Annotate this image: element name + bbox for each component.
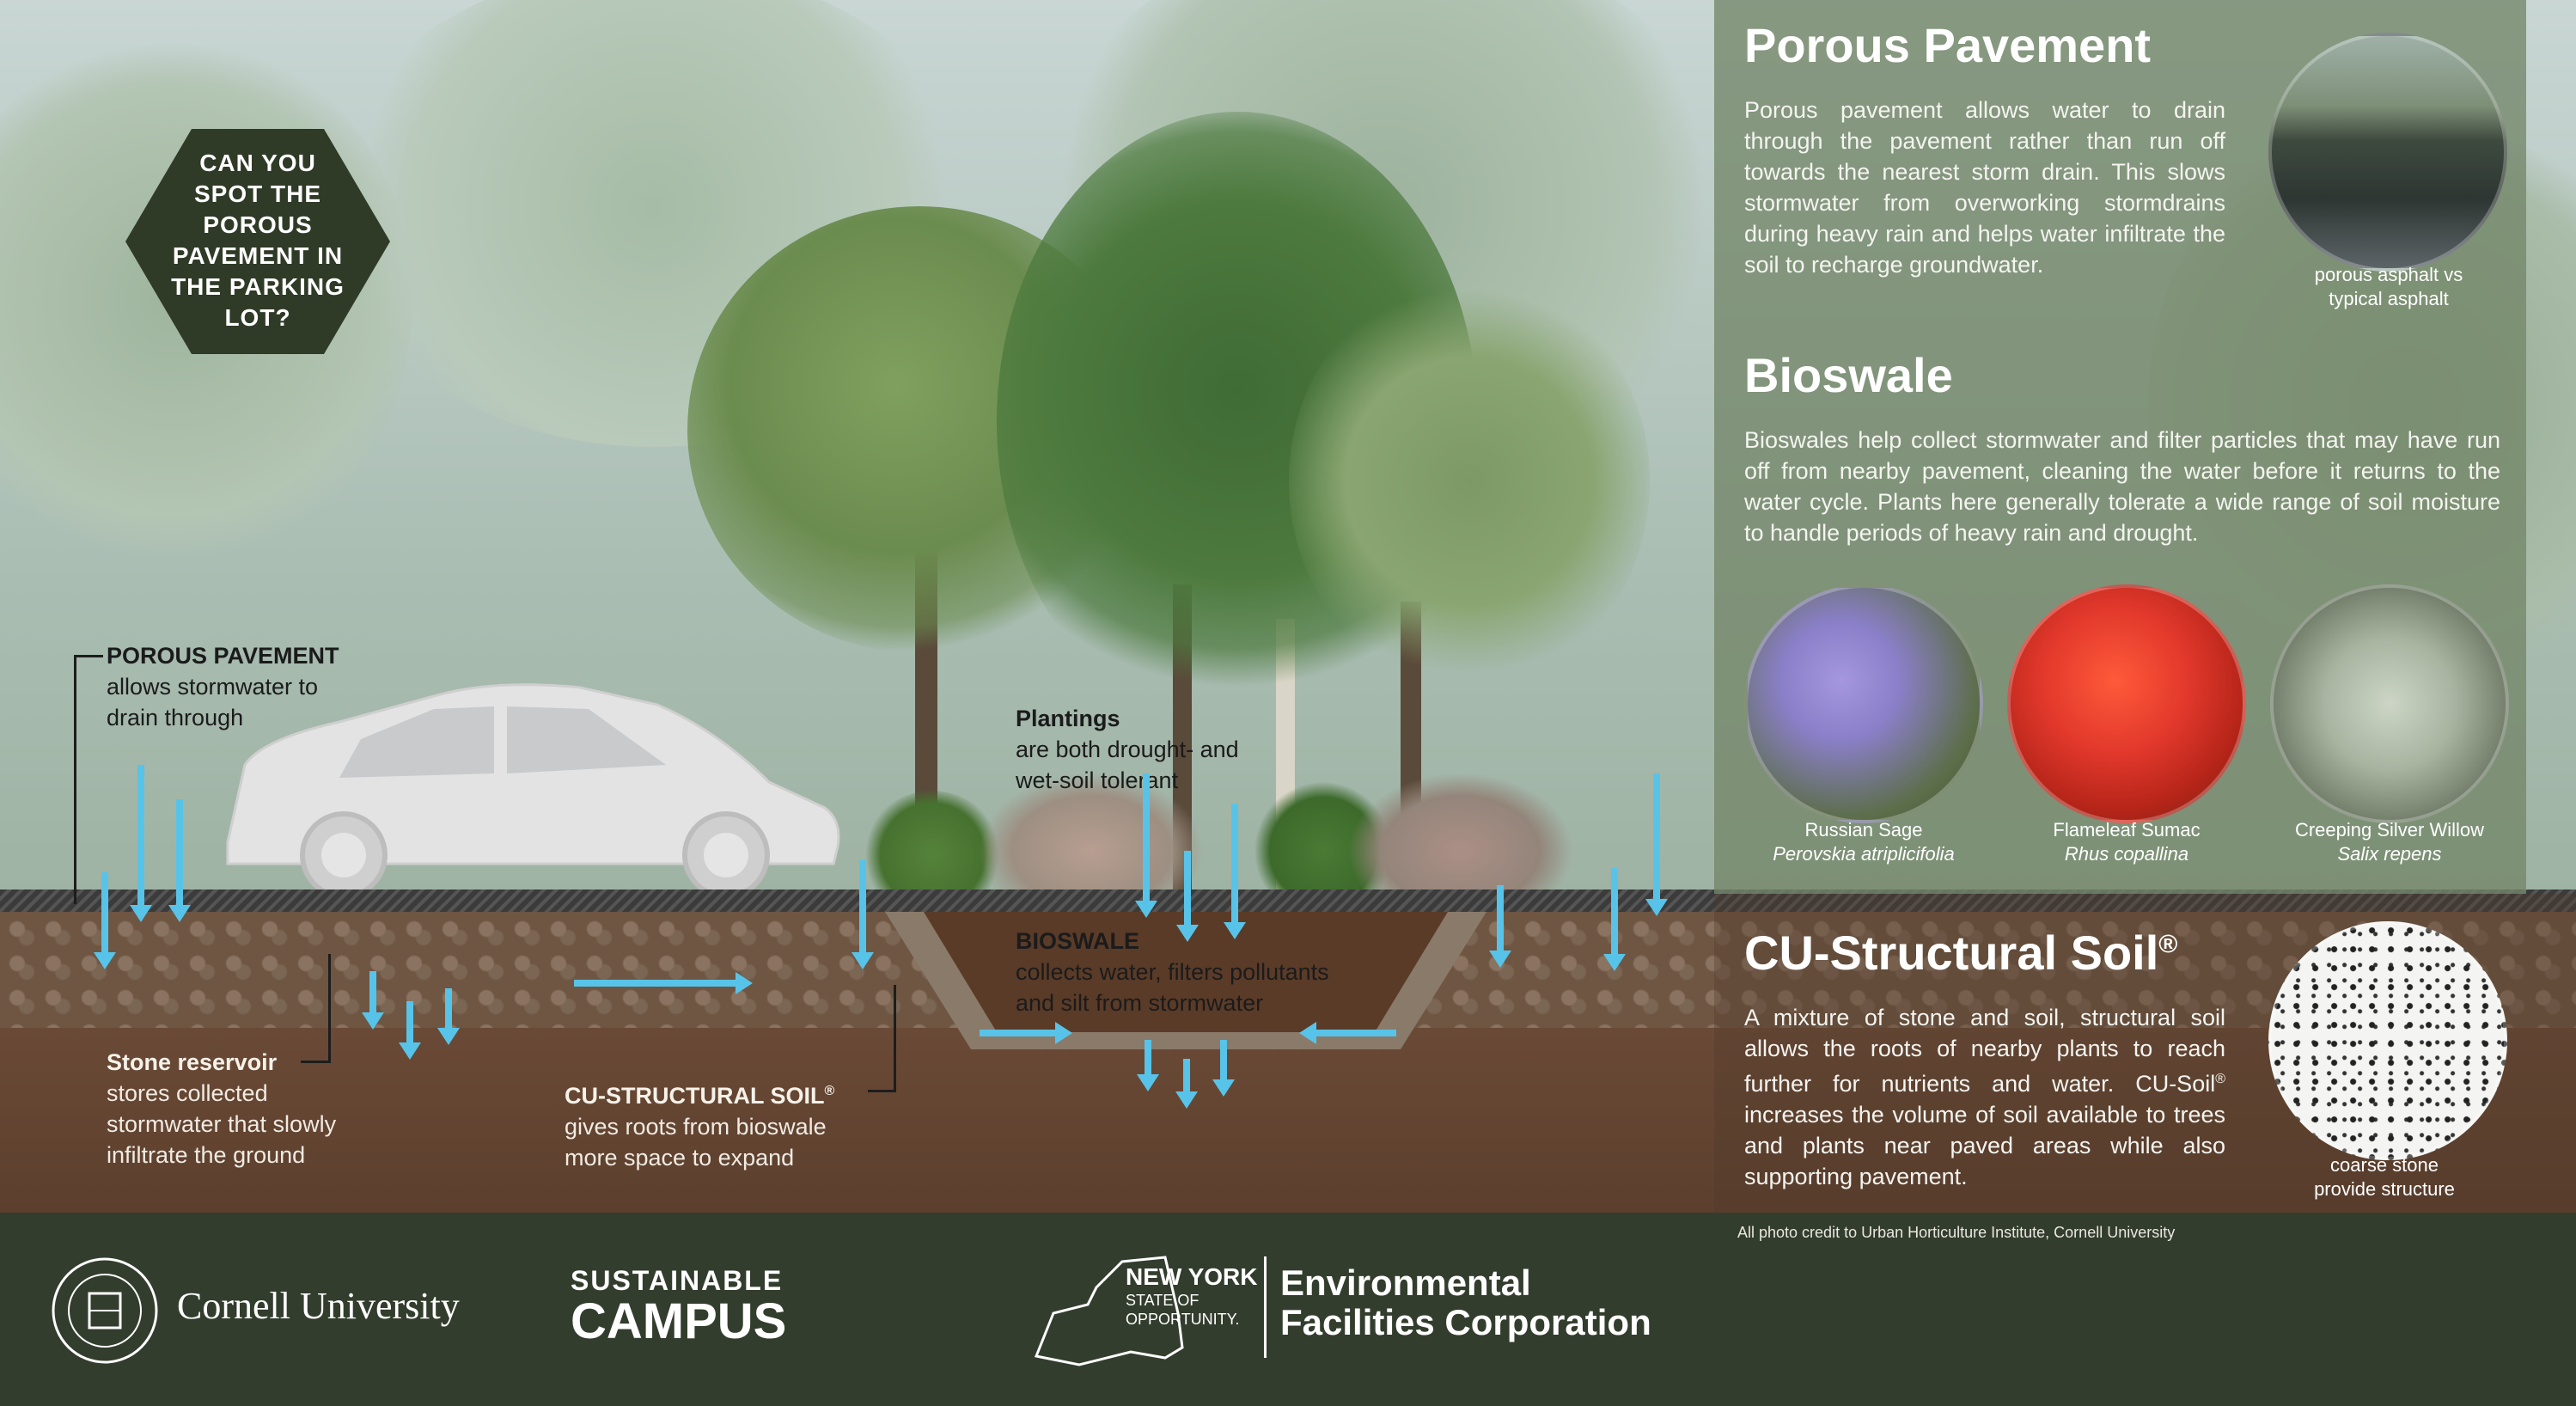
- stone-reservoir-leader: [301, 1061, 331, 1063]
- ny-state-of-opportunity-logo: NEW YORK STATE OF OPPORTUNITY.: [1126, 1263, 1258, 1328]
- porous-pavement-heading: Porous Pavement: [1744, 18, 2152, 72]
- water-arrow: [1489, 885, 1511, 968]
- photo-credit: All photo credit to Urban Horticulture I…: [1737, 1224, 2176, 1241]
- efc-logo: Environmental Facilities Corporation: [1280, 1262, 1651, 1342]
- structural-soil-leader: [868, 1090, 896, 1092]
- coarse-stone-caption: coarse stone provide structure: [2314, 1154, 2455, 1200]
- cornell-university-logo: Cornell University: [177, 1285, 460, 1327]
- porous-pavement-leader: [74, 655, 103, 657]
- bioswale-text: Bioswales help collect stormwater and fi…: [1744, 427, 2500, 546]
- water-arrow: [437, 988, 460, 1045]
- structural-soil-text: A mixture of stone and soil, structural …: [1744, 1005, 2225, 1189]
- creeping-silver-willow-photo: [2270, 584, 2509, 823]
- logo-divider: [1264, 1256, 1267, 1358]
- new-york-state-icon: [1034, 1256, 1184, 1366]
- water-arrow: [1176, 851, 1199, 942]
- water-arrow: [168, 799, 191, 922]
- water-arrow: [130, 765, 152, 922]
- water-arrow: [1224, 804, 1246, 939]
- structural-soil-label: CU-STRUCTURAL SOIL® gives roots from bio…: [565, 1083, 835, 1171]
- water-arrow: [94, 872, 116, 969]
- sustainable-campus-logo: SUSTAINABLE CAMPUS: [571, 1265, 787, 1349]
- porous-pavement-leader: [74, 655, 76, 904]
- water-arrow: [980, 1022, 1072, 1044]
- creeping-silver-willow-caption: Creeping Silver Willow Salix repens: [2294, 819, 2485, 865]
- cornell-seal-icon: [52, 1257, 158, 1364]
- porous-pavement-text: Porous pavement allows water to drain th…: [1744, 97, 2225, 278]
- water-arrow: [574, 972, 753, 994]
- bioswale-label: BIOSWALE collects water, filters polluta…: [1016, 928, 1329, 1016]
- water-arrow: [1212, 1040, 1235, 1097]
- coarse-stone-photo: [2268, 921, 2507, 1160]
- water-arrow: [399, 1001, 421, 1060]
- car-illustration: [226, 683, 840, 892]
- stone-reservoir-label: Stone reservoir stores collected stormwa…: [107, 1049, 337, 1168]
- russian-sage-caption: Russian Sage Perovskia atriplicifolia: [1773, 819, 1955, 865]
- stone-reservoir-leader: [328, 954, 331, 1062]
- water-arrow: [1175, 1059, 1198, 1109]
- flameleaf-sumac-photo: [2007, 584, 2246, 823]
- water-arrow: [1603, 868, 1626, 971]
- water-arrow: [362, 971, 384, 1030]
- subsoil-layer: [0, 1028, 2576, 1213]
- water-arrow: [1135, 773, 1157, 918]
- russian-sage-photo: [1744, 584, 1983, 823]
- water-arrow: [1299, 1022, 1396, 1044]
- footer: [0, 1213, 2576, 1406]
- porous-asphalt-photo: [2268, 33, 2507, 272]
- porous-pavement-label: POROUS PAVEMENT allows stormwater to dra…: [107, 643, 339, 731]
- porous-asphalt-caption: porous asphalt vs typical asphalt: [2314, 264, 2463, 309]
- water-arrow: [1645, 773, 1668, 916]
- plantings-label: Plantings are both drought- and wet-soil…: [1016, 706, 1239, 793]
- hexagon-text: CAN YOU SPOT THE POROUS PAVEMENT IN THE …: [171, 150, 345, 331]
- tree-canopy: [1289, 275, 1650, 688]
- structural-soil-leader: [894, 985, 896, 1091]
- flameleaf-sumac-caption: Flameleaf Sumac Rhus copallina: [2053, 819, 2201, 865]
- bioswale-heading: Bioswale: [1744, 348, 1953, 402]
- water-arrow: [852, 859, 874, 969]
- water-arrow: [1137, 1040, 1159, 1091]
- structural-soil-heading: CU-Structural Soil®: [1744, 926, 2178, 980]
- bioswale-basin: [885, 912, 1486, 1049]
